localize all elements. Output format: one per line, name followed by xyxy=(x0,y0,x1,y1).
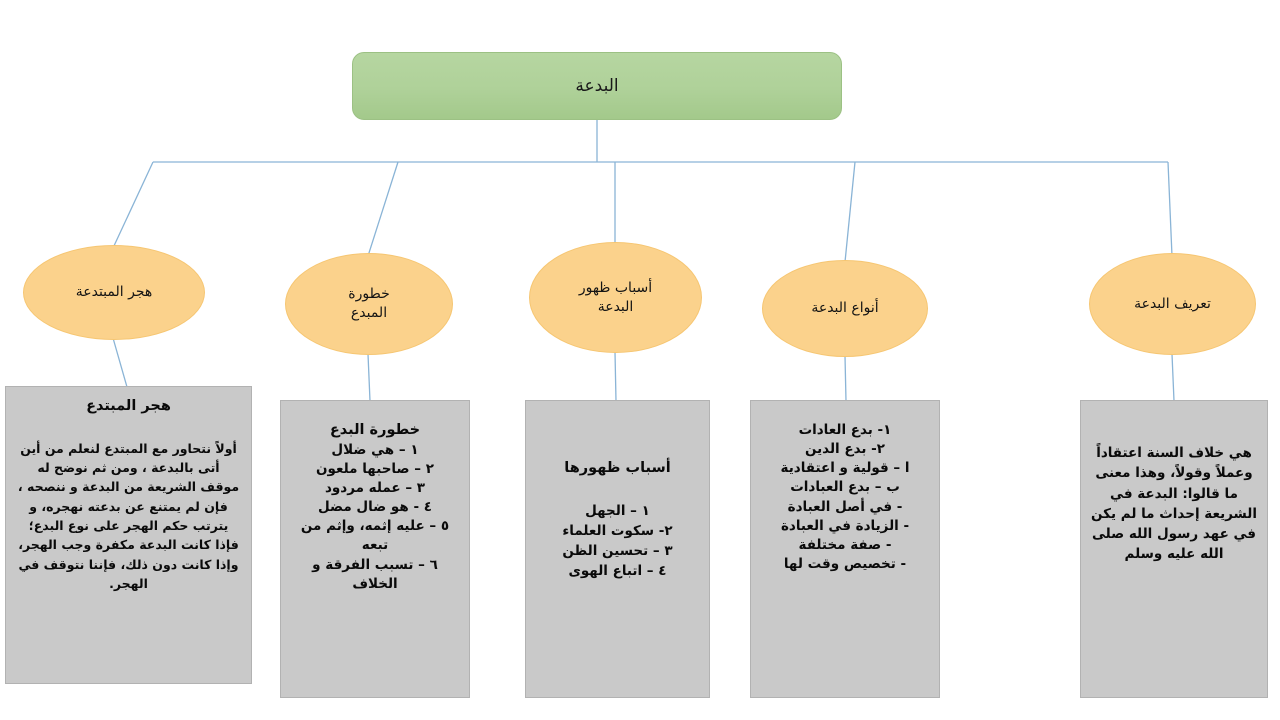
connector-ellipse-4-to-box xyxy=(844,355,847,402)
branch-ellipse-hajr-al-mubtadia[interactable]: هجر المبتدعة xyxy=(23,245,205,340)
detail-box-tareef-al-bidah[interactable]: هي خلاف السنة اعتقاداً وعملاً وقولاً، وه… xyxy=(1080,400,1268,698)
detail-box-body: هي خلاف السنة اعتقاداً وعملاً وقولاً، وه… xyxy=(1090,445,1257,563)
detail-box-hajr-al-mubtadia[interactable]: هجر المبتدع أولاً نتحاور مع المبتدع لنعل… xyxy=(5,386,252,684)
detail-box-khutoorat-al-bida[interactable]: خطورة البدع ١ – هي ضلال ٢ – صاحبها ملعون… xyxy=(280,400,470,698)
root-node-label: البدعة xyxy=(575,75,619,96)
detail-box-asbab-zuhuriha[interactable]: أسباب ظهورها ١ – الجهل ٢- سكوت العلماء ٣… xyxy=(525,400,710,698)
connector-ellipse-5-to-box xyxy=(1171,353,1175,402)
connector-to-ellipse-2 xyxy=(367,161,399,257)
branch-ellipse-anwa-al-bidah[interactable]: أنواع البدعة xyxy=(762,260,928,357)
detail-box-body: ١ – الجهل ٢- سكوت العلماء ٣ – تحسين الظن… xyxy=(562,502,673,580)
branch-ellipse-label: هجر المبتدعة xyxy=(75,284,153,301)
detail-box-title: هجر المبتدع xyxy=(86,398,171,414)
connector-ellipse-2-to-box xyxy=(367,353,371,402)
detail-box-spacer xyxy=(534,479,701,501)
connector-to-ellipse-5 xyxy=(1167,161,1173,257)
branch-ellipse-tareef-al-bidah[interactable]: تعريف البدعة xyxy=(1089,253,1256,355)
branch-ellipse-label: تعريف البدعة xyxy=(1134,295,1211,312)
branch-ellipse-khutoorat-al-mubdi[interactable]: خطورة المبدع xyxy=(285,253,453,355)
detail-box-title: خطورة البدع xyxy=(329,422,421,438)
detail-box-spacer xyxy=(16,417,241,439)
connector-to-ellipse-1 xyxy=(112,161,154,249)
branch-ellipse-asbab-zuhur-al-bidah[interactable]: أسباب ظهور البدعة xyxy=(529,242,702,353)
connector-ellipse-1-to-box xyxy=(112,337,128,388)
detail-box-anwa-al-bidah[interactable]: ١- بدع العادات ٢- بدع الدين ا – قولية و … xyxy=(750,400,940,698)
detail-box-body: ١- بدع العادات ٢- بدع الدين ا – قولية و … xyxy=(780,422,910,573)
branch-ellipse-label: خطورة المبدع xyxy=(348,286,390,321)
branch-ellipse-label: أنواع البدعة xyxy=(811,300,879,317)
detail-box-title: أسباب ظهورها xyxy=(564,460,671,476)
connector-ellipse-3-to-box xyxy=(614,351,617,402)
branch-ellipse-label: أسباب ظهور البدعة xyxy=(578,279,653,315)
root-node-bidah[interactable]: البدعة xyxy=(352,52,842,120)
detail-box-body: أولاً نتحاور مع المبتدع لنعلم من أين أتى… xyxy=(17,440,240,592)
detail-box-body: ١ – هي ضلال ٢ – صاحبها ملعون ٣ – عمله مر… xyxy=(300,441,450,592)
connector-to-ellipse-4 xyxy=(844,161,856,263)
